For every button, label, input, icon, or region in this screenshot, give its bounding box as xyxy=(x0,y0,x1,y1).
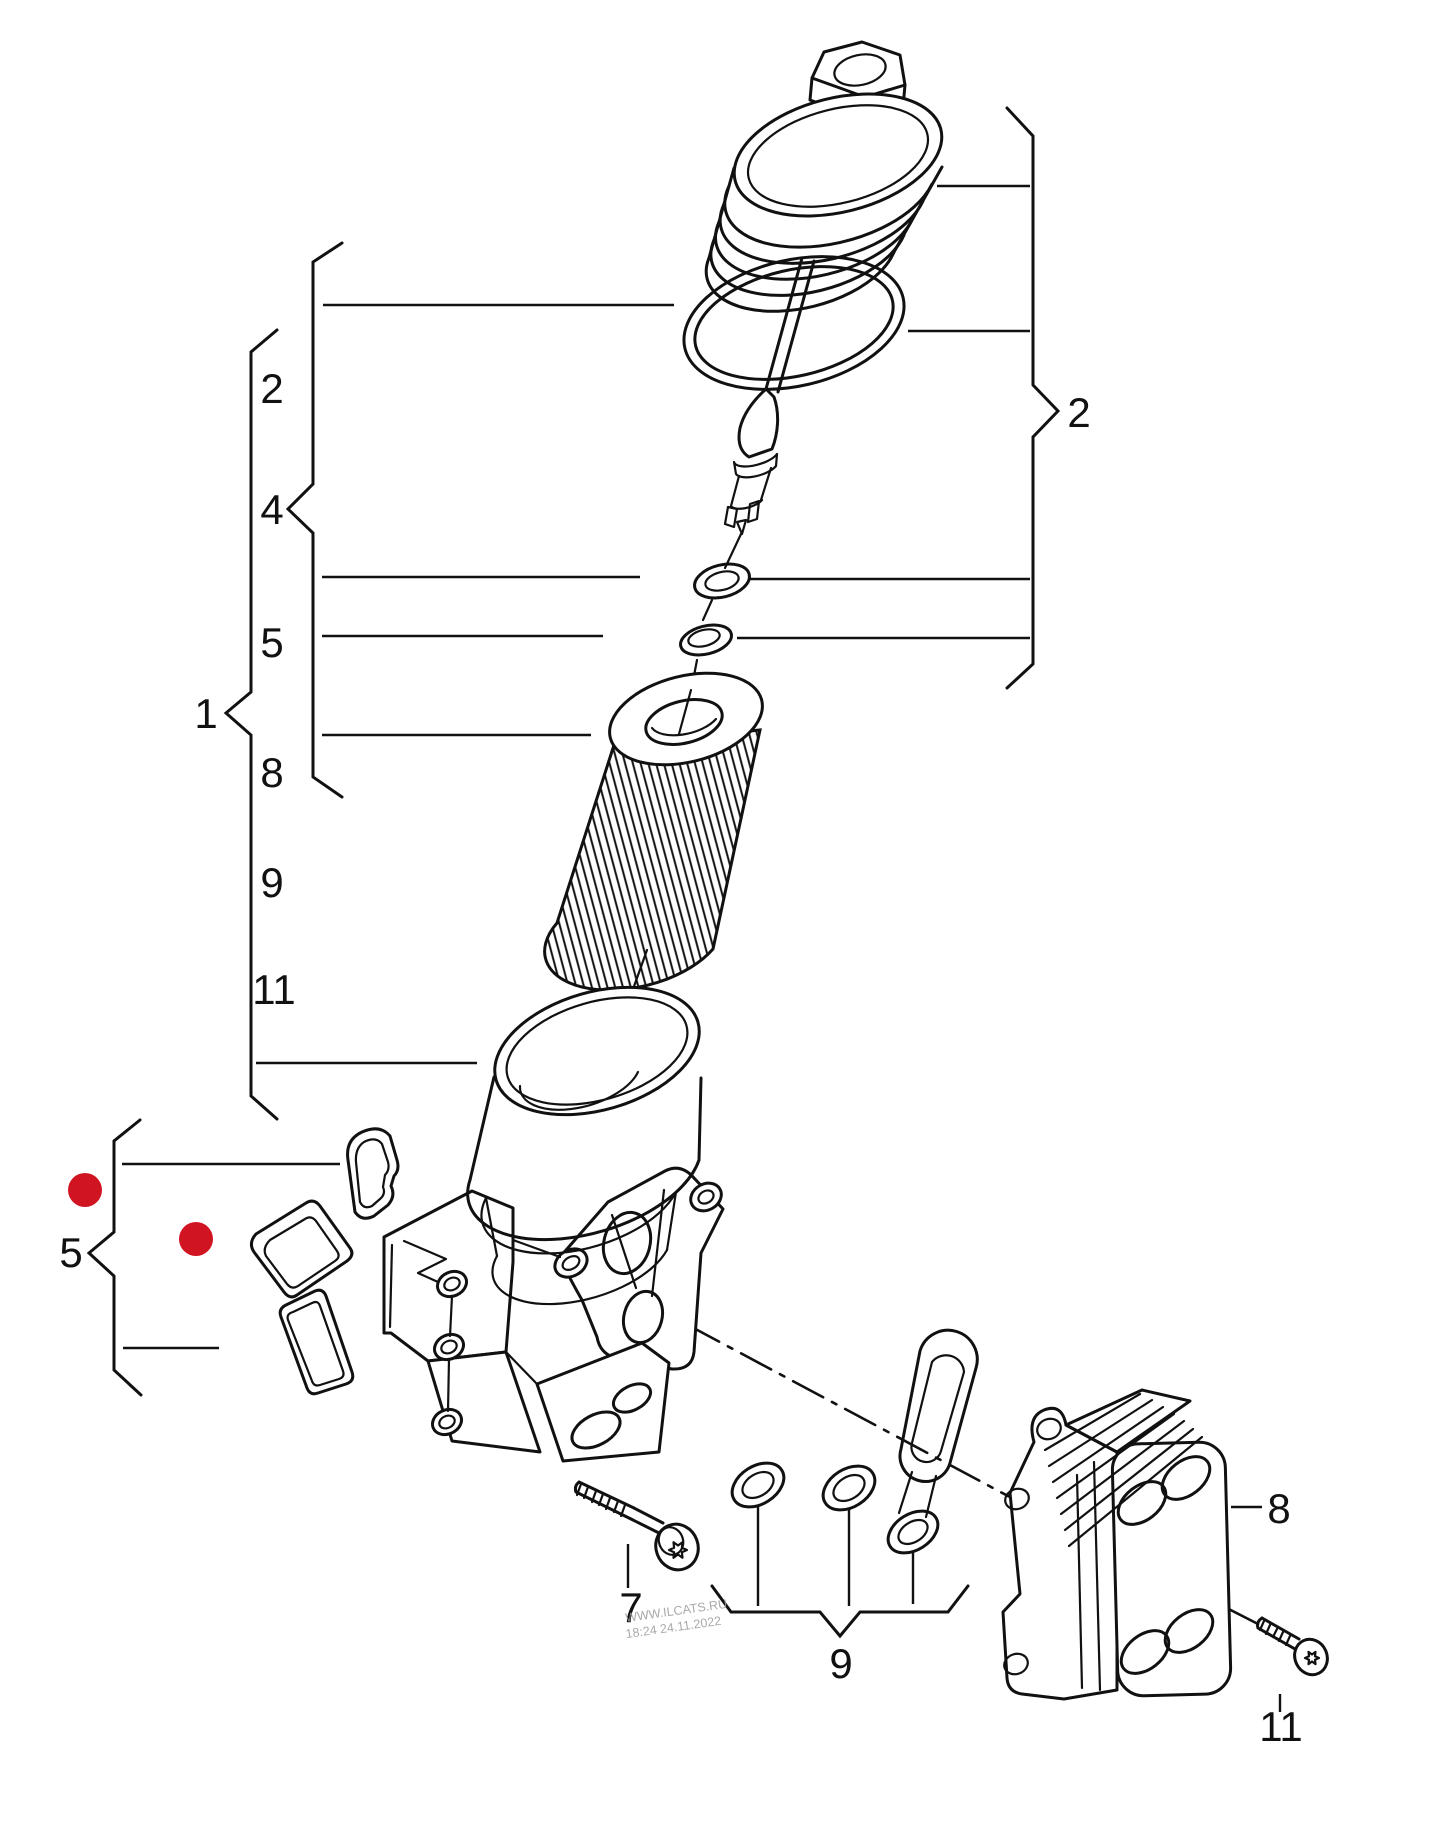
mounting-bolt xyxy=(573,1480,700,1572)
flange-eyelet-left xyxy=(553,1247,589,1279)
cooler-screw xyxy=(1256,1616,1329,1677)
hex-nut-hole xyxy=(833,53,887,87)
callout-11-screw: 11 xyxy=(1259,1703,1303,1750)
callout-11-column: 11 xyxy=(252,966,296,1013)
housing-bottom-flange xyxy=(535,1341,671,1463)
oil-filter-cap xyxy=(704,40,944,313)
highlight-dot-1 xyxy=(68,1173,102,1207)
filter-center-hole xyxy=(644,698,724,746)
cap-o-ring-large xyxy=(682,255,906,391)
cooler-mounting-plate xyxy=(1001,1406,1119,1701)
callout-5-column: 5 xyxy=(260,619,283,666)
flange-port-lower xyxy=(621,1289,665,1345)
cap-top-rim xyxy=(732,92,944,218)
housing-lower-plate xyxy=(426,1350,542,1454)
highlight-dot-2 xyxy=(179,1222,213,1256)
bypass-valve-stem xyxy=(723,256,816,570)
bolt-head xyxy=(654,1522,700,1572)
oil-filter-element xyxy=(543,671,764,992)
leader-lines xyxy=(122,184,1282,1712)
screw-head xyxy=(1293,1637,1329,1677)
o-ring-small-1 xyxy=(693,562,751,622)
callout-4-column: 4 xyxy=(260,486,283,533)
flange-eyelet-top xyxy=(689,1181,723,1213)
callout-8-cooler: 8 xyxy=(1267,1485,1290,1532)
seal-ring-1 xyxy=(730,1461,786,1509)
callout-1: 1 xyxy=(194,690,217,737)
housing-bowl-opening xyxy=(493,985,701,1117)
callout-9-column: 9 xyxy=(260,859,283,906)
hex-nut-top xyxy=(810,40,907,99)
bracket-assembly-1 xyxy=(223,328,279,1121)
housing-bolt-eyelets xyxy=(430,1269,469,1437)
cooler-plate-ribs xyxy=(1043,1392,1204,1548)
callout-9-bottom: 9 xyxy=(829,1640,852,1687)
callout-5-left: 5 xyxy=(59,1229,82,1276)
seal-ring-2 xyxy=(821,1464,877,1512)
bracket-seal-rings-9 xyxy=(710,1584,970,1639)
bracket-seals-group-5 xyxy=(86,1118,143,1397)
oil-cooler xyxy=(1001,1388,1233,1701)
callout-8-column: 8 xyxy=(260,749,283,796)
filter-top-disc xyxy=(608,671,764,767)
callout-2-column: 2 xyxy=(260,365,283,412)
callout-2-right: 2 xyxy=(1067,389,1090,436)
filter-housing xyxy=(382,985,725,1463)
callout-7: 7 xyxy=(619,1584,642,1631)
bracket-filter-group-4 xyxy=(285,241,344,799)
housing-right-flange xyxy=(558,1166,725,1371)
torx-socket xyxy=(667,1541,689,1559)
torx-socket-small xyxy=(1303,1650,1321,1666)
bracket-cover-group-2 xyxy=(1005,106,1061,690)
gasket-large xyxy=(249,1199,355,1396)
flange-port-upper xyxy=(601,1210,653,1276)
gasket-small xyxy=(346,1127,400,1220)
cooler-gasket-capsule xyxy=(886,1328,979,1555)
filter-pleated-body xyxy=(543,728,762,992)
